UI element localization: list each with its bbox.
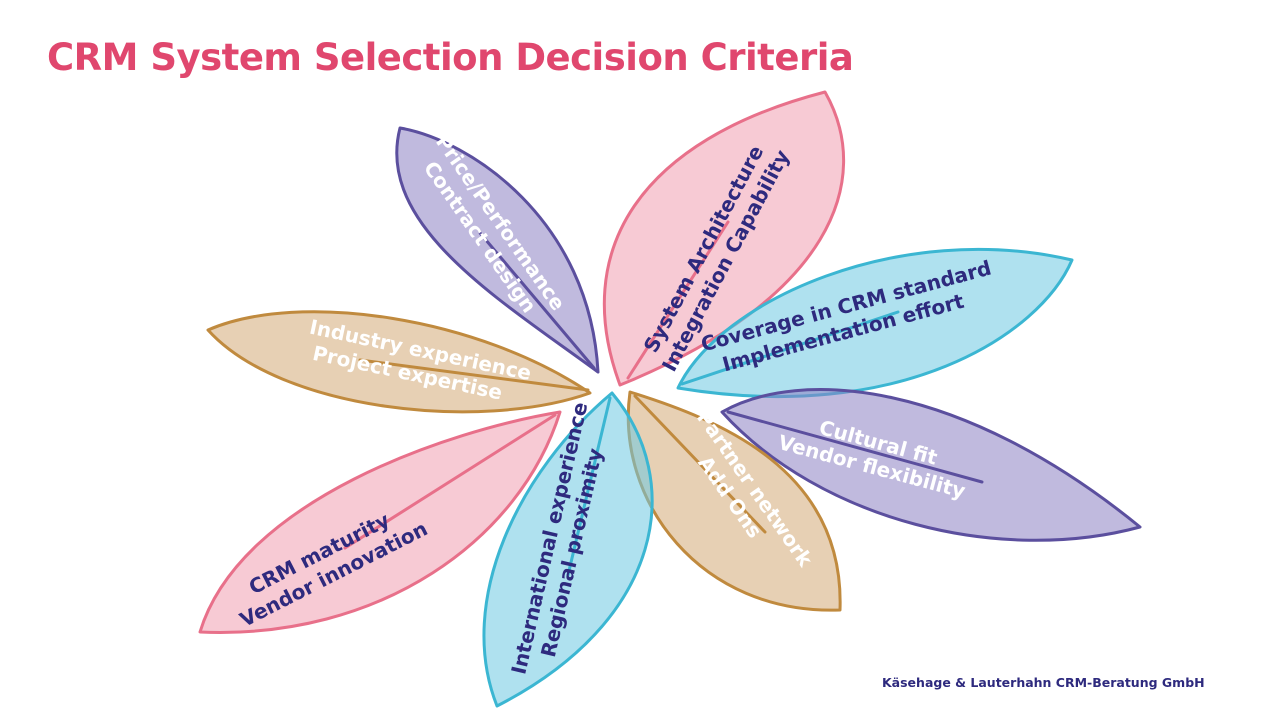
petal-tan-left	[206, 310, 592, 414]
midrib	[726, 410, 984, 484]
midrib	[566, 396, 612, 577]
midrib	[633, 394, 767, 534]
midrib	[626, 220, 730, 380]
petal-purple-lower-right	[720, 388, 1142, 542]
petal-cyan-bottom	[482, 391, 654, 708]
petal-pink-top	[602, 90, 846, 387]
petal-cyan-right	[676, 247, 1074, 398]
midrib	[343, 413, 557, 550]
page-title: CRM System Selection Decision Criteria	[47, 36, 854, 79]
company-footer: Käsehage & Lauterhahn CRM-Beratung GmbH	[882, 675, 1205, 690]
midrib	[358, 358, 590, 392]
midrib	[680, 310, 900, 386]
midrib	[478, 231, 596, 370]
